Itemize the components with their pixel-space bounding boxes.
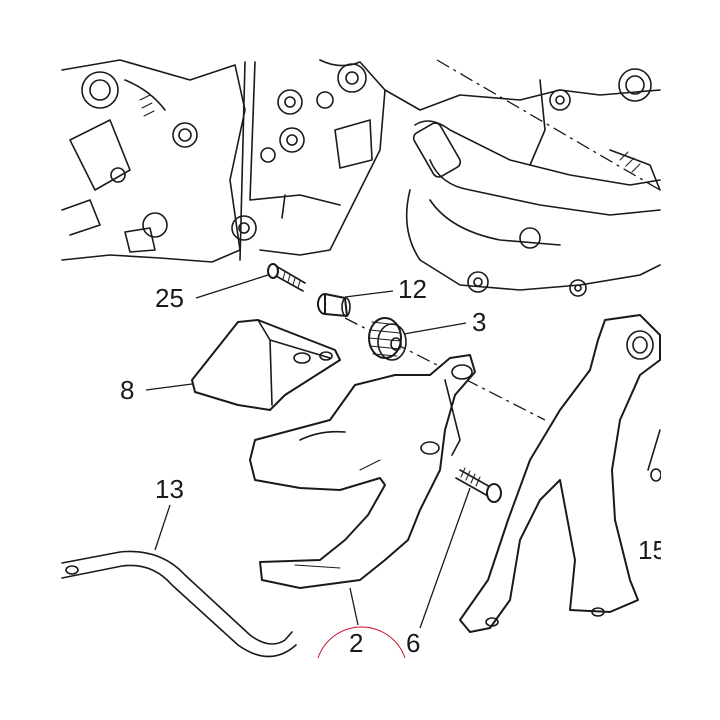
leader-3 bbox=[403, 322, 467, 335]
callout-12: 12 bbox=[398, 274, 427, 304]
part-15-bracket bbox=[459, 314, 662, 633]
part-12-spacer bbox=[317, 293, 351, 317]
leader-8 bbox=[145, 383, 193, 391]
callout-3: 3 bbox=[472, 307, 486, 337]
part-8-cover bbox=[191, 319, 341, 411]
part-3-gear bbox=[368, 317, 407, 361]
center-line bbox=[436, 59, 661, 191]
callout-6: 6 bbox=[406, 628, 420, 658]
leader-lines bbox=[145, 274, 471, 629]
callout-2-highlight bbox=[317, 626, 406, 659]
callout-13: 13 bbox=[155, 474, 184, 504]
engine-block bbox=[61, 59, 661, 297]
callout-2: 2 bbox=[349, 628, 363, 658]
leader-2 bbox=[349, 587, 359, 626]
callout-8: 8 bbox=[120, 375, 134, 405]
part-13-cable bbox=[61, 550, 297, 658]
leader-25 bbox=[195, 274, 269, 299]
leader-6 bbox=[419, 487, 471, 629]
part-25-screw bbox=[267, 263, 306, 292]
part-2-bracket bbox=[249, 354, 476, 589]
leader-12 bbox=[344, 290, 394, 298]
part-6-bolt bbox=[455, 467, 502, 503]
callout-25: 25 bbox=[155, 283, 184, 313]
right-crop-mask bbox=[661, 0, 720, 720]
leader-13 bbox=[154, 504, 171, 551]
